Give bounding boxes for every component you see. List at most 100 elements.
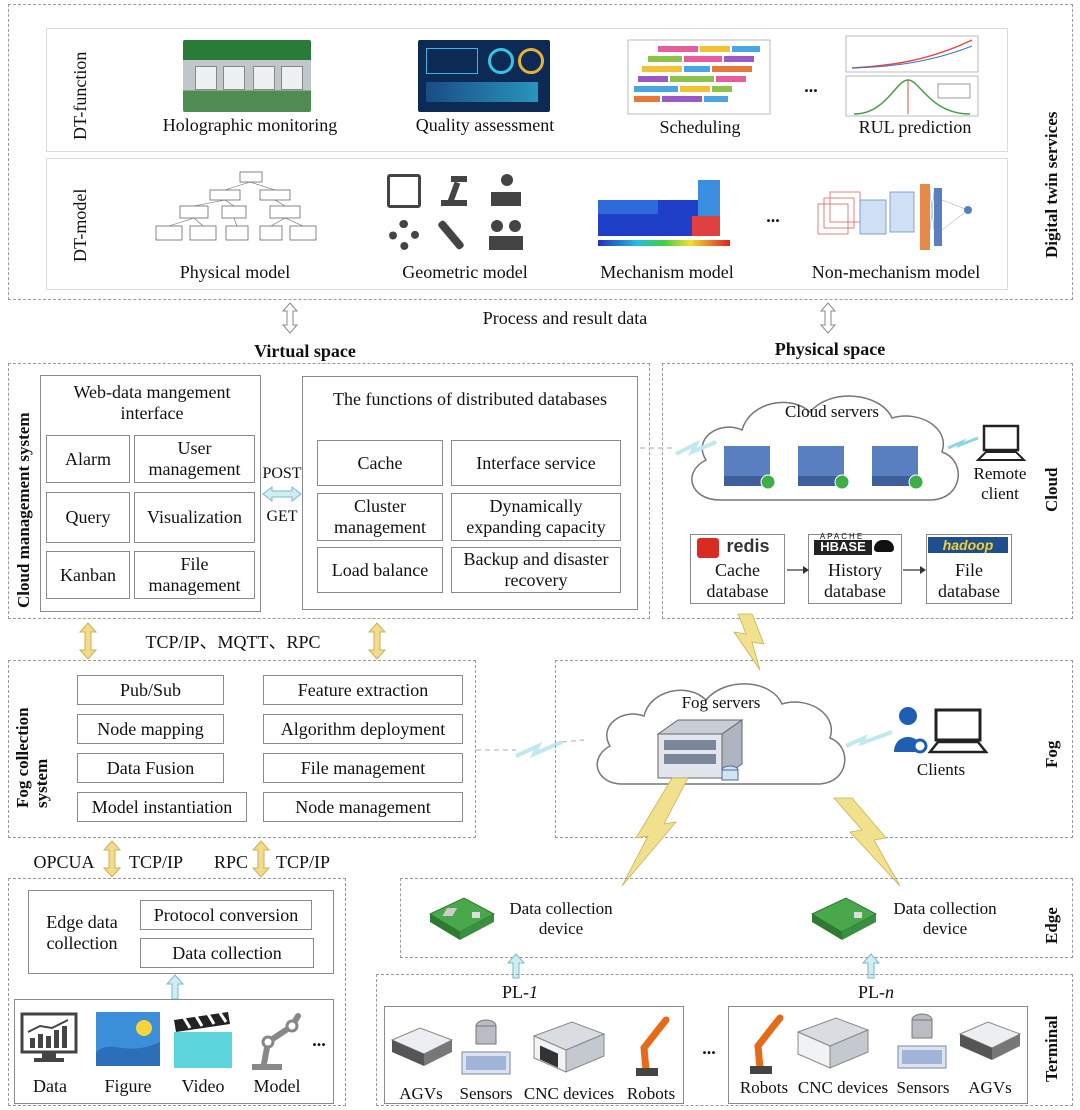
pl-1-number: 1 [529, 982, 538, 1002]
pl-n-label: PL-n [836, 982, 916, 1003]
cloud-remote-link [947, 436, 979, 450]
edge-side-label: Edge [1042, 907, 1061, 944]
dynamic-capacity-cell[interactable]: Dynamically expanding capacity [451, 493, 621, 541]
pl-1-prefix: PL- [502, 982, 529, 1002]
sensor-icon-2 [897, 1013, 947, 1069]
sensor-icon-1 [461, 1019, 511, 1075]
group1-cnc-label: CNC devices [523, 1084, 615, 1103]
rul-prediction-image [845, 35, 979, 117]
digital-twin-services-label: Digital twin services [1042, 111, 1061, 258]
physical-model-label: Physical model [179, 262, 291, 282]
clients-user-icon [894, 707, 928, 754]
user-management-cell[interactable]: User management [134, 435, 255, 483]
file-management-cell[interactable]: File management [134, 551, 255, 599]
cloud-servers-label: Cloud servers [785, 402, 879, 421]
group2-cnc-label: CNC devices [797, 1078, 889, 1097]
redis-logo-icon [697, 538, 719, 558]
model-instantiation-cell[interactable]: Model instantiation [77, 792, 247, 822]
clients-label: Clients [916, 760, 966, 779]
terminal-side-label: Terminal [1042, 1015, 1061, 1082]
pub-sub-cell[interactable]: Pub/Sub [77, 675, 224, 705]
fog-edge-bolt-left [621, 777, 689, 887]
group2-agvs-label: AGVs [968, 1078, 1012, 1097]
query-cell[interactable]: Query [46, 492, 130, 543]
dt-model-row [46, 158, 1008, 290]
node-management-cell[interactable]: Node management [263, 792, 463, 822]
node-mapping-cell[interactable]: Node mapping [77, 714, 224, 744]
backup-recovery-cell[interactable]: Backup and disaster recovery [451, 547, 621, 593]
kanban-cell[interactable]: Kanban [46, 551, 130, 599]
tcpip-left-label: TCP/IP [128, 852, 184, 872]
fog-file-management-cell[interactable]: File management [263, 753, 463, 783]
cluster-management-cell[interactable]: Cluster management [317, 493, 443, 541]
visualization-cell[interactable]: Visualization [134, 492, 255, 543]
source-data-label: Data [33, 1076, 67, 1096]
cloud-side-label: Cloud [1042, 467, 1061, 512]
fog-servers-cloud [596, 683, 846, 785]
edge-device-left-label: Data collection device [509, 899, 613, 938]
fog-panel [555, 660, 1073, 838]
alarm-cell[interactable]: Alarm [46, 435, 130, 483]
cloud-panel [662, 363, 1073, 619]
source-video-label: Video [181, 1076, 225, 1096]
sources-ellipsis: ... [312, 1030, 326, 1050]
cloud-fog-arrow-right [367, 622, 387, 660]
data-fusion-cell[interactable]: Data Fusion [77, 753, 224, 783]
group2-sensors-label: Sensors [896, 1078, 950, 1097]
pl-1-label: PL-1 [480, 982, 560, 1003]
worker-icon [489, 174, 523, 208]
remote-client-computer-icon [975, 424, 1027, 461]
function-ellipsis: ... [804, 76, 818, 96]
cloud-virtual-link [640, 439, 717, 456]
quality-assessment-label: Quality assessment [415, 115, 555, 135]
feature-extraction-cell[interactable]: Feature extraction [263, 675, 463, 705]
load-balance-cell[interactable]: Load balance [317, 547, 443, 593]
pl-n-number: n [885, 982, 894, 1002]
post-get-arrow [262, 485, 302, 503]
fog-edge-arrow-right [251, 840, 271, 878]
mechanism-model-image [588, 170, 740, 254]
cloud-servers-cloud [691, 395, 959, 501]
process-arrow-right [819, 302, 837, 334]
fog-servers-label: Fog servers [681, 693, 761, 712]
algorithm-deployment-cell[interactable]: Algorithm deployment [263, 714, 463, 744]
protocol-conversion-cell[interactable]: Protocol conversion [140, 900, 312, 930]
wrench-icon [437, 219, 465, 251]
cloud-fog-arrow-left [78, 622, 98, 660]
scheduling-gantt-image [627, 39, 771, 115]
cache-cell[interactable]: Cache [317, 440, 443, 486]
interface-service-cell[interactable]: Interface service [451, 440, 621, 486]
dt-function-label: DT-function [70, 51, 90, 140]
hadoop-logo-text: hadoop [928, 537, 1008, 554]
history-database-label: History database [824, 560, 886, 601]
terminal-panel [376, 974, 1073, 1106]
agv-icon-2 [958, 1021, 1022, 1060]
hbase-logo-text: HBASE [814, 539, 872, 555]
mechanism-model-label: Mechanism model [600, 262, 734, 282]
edge-panel [400, 878, 1073, 958]
sources-up-arrow [165, 974, 185, 1000]
fog-collection-link [476, 739, 585, 758]
data-collection-cell[interactable]: Data collection [140, 938, 314, 968]
orca-icon [874, 540, 894, 552]
cnc-icon-2 [796, 1017, 870, 1069]
web-data-interface-title: Web-data mangement interface [73, 382, 231, 423]
tcpip-right-label: TCP/IP [275, 852, 331, 872]
source-figure-label: Figure [104, 1076, 152, 1096]
figure-image-icon [96, 1012, 160, 1066]
data-dashboard-icon [20, 1012, 78, 1062]
workers-icon [489, 218, 523, 252]
apache-tag: APACHE [819, 532, 865, 541]
cloud-management-panel [8, 363, 650, 619]
group1-sensors-label: Sensors [459, 1084, 513, 1103]
db-flow-arrows [787, 566, 926, 574]
fog-collection-panel [8, 660, 476, 838]
non-mechanism-model-label: Non-mechanism model [811, 262, 981, 282]
geometric-model-label: Geometric model [402, 262, 528, 282]
group1-robots-label: Robots [626, 1084, 676, 1103]
rpc-label: RPC [213, 852, 249, 872]
scheduling-label: Scheduling [659, 117, 741, 137]
fog-collection-label: Fog collection system [13, 707, 51, 808]
process-data-label: Process and result data [482, 308, 648, 328]
source-model-label: Model [253, 1076, 301, 1096]
